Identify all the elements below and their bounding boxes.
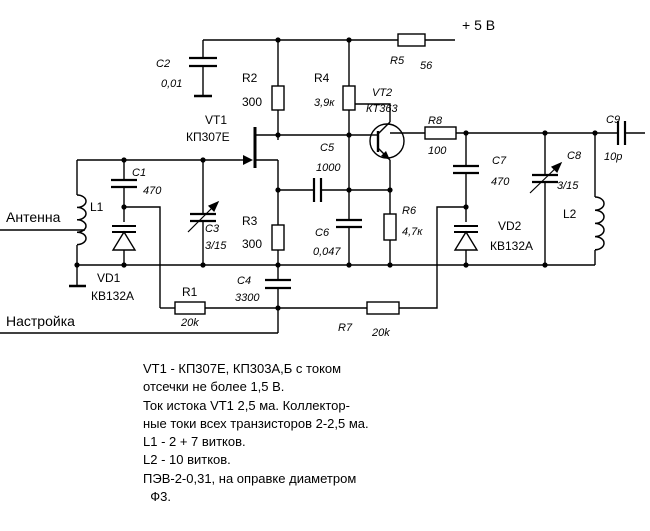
c2-ref: C2 [156, 58, 170, 70]
c7-value: 470 [491, 176, 510, 188]
note-line: VT1 - КП307Е, КП303А,Б с током [143, 361, 342, 376]
vd1-type: КВ132А [91, 289, 134, 303]
r8-ref: R8 [428, 115, 443, 127]
r2-value: 300 [242, 95, 262, 109]
c1-ref: C1 [132, 167, 146, 179]
c2-plates [189, 56, 217, 68]
c3-ref: C3 [205, 223, 220, 235]
r7-value: 20k [371, 327, 390, 339]
r1-ref: R1 [182, 285, 198, 299]
r7-ref: R7 [338, 322, 353, 334]
c7-ref: C7 [492, 155, 507, 167]
c6-plates [336, 218, 362, 229]
vt2-ref: VT2 [372, 87, 392, 99]
note-line: ПЭВ-2-0,31, на оправке диаметром [143, 470, 357, 486]
r8-body [424, 126, 457, 140]
c5-ref: C5 [320, 142, 335, 154]
vd2-type: КВ132А [490, 239, 533, 253]
r5-ref: R5 [390, 55, 405, 67]
note-line: Ф3. [143, 489, 171, 505]
wire-vt2-collector [349, 103, 391, 122]
c1-value: 470 [143, 185, 162, 197]
r4-body [342, 85, 356, 111]
c3-value: 3/15 [205, 240, 227, 252]
vd1-ref: VD1 [97, 271, 121, 285]
ground-symbols [69, 94, 212, 288]
vd2-ref: VD2 [498, 219, 522, 233]
c8-trimmer-arrow [529, 161, 563, 194]
vt2-transistor [369, 121, 405, 161]
c9-value: 10p [604, 151, 622, 163]
c6-value: 0,047 [313, 246, 341, 258]
l2-ref: L2 [563, 207, 577, 221]
r6-ref: R6 [402, 205, 417, 217]
tuning-label: Настройка [6, 313, 75, 329]
r5-value: 56 [420, 60, 433, 72]
r6-body [383, 213, 397, 241]
note-line: L2 - 10 витков. [143, 452, 231, 468]
l1-ref: L1 [90, 200, 104, 214]
note-line: отсечки не более 1,5 В. [143, 379, 285, 395]
junctions [74, 37, 598, 311]
c5-plates [312, 178, 323, 202]
l2-coil [594, 196, 605, 251]
c9-plates [616, 121, 627, 145]
r3-ref: R3 [242, 214, 258, 228]
c3-plates [190, 212, 216, 223]
c8-plates [532, 173, 558, 184]
note-line: Ток истока VT1 2,5 ма. Коллектор- [143, 397, 350, 413]
c3-trimmer-arrow [187, 200, 220, 233]
vt1-ref: VT1 [205, 113, 227, 127]
c4-value: 3300 [235, 292, 260, 304]
r4-ref: R4 [314, 71, 330, 85]
antenna-label: Антенна [6, 209, 61, 225]
r7-body [366, 301, 400, 315]
r1-body [174, 301, 206, 315]
wire-r7-right [399, 206, 466, 309]
c5-value: 1000 [316, 162, 341, 174]
c6-ref: C6 [315, 227, 330, 239]
vt1-transistor [240, 127, 257, 168]
r2-body [271, 85, 285, 111]
note-line: L1 - 2 + 7 витков. [143, 434, 246, 450]
notes-block: VT1 - КП307Е, КП303А,Б с током отсечки н… [143, 360, 473, 506]
c9-ref: C9 [606, 114, 620, 126]
c8-ref: C8 [567, 150, 582, 162]
r6-value: 4,7к [402, 226, 423, 238]
c2-value: 0,01 [161, 78, 182, 90]
vt2-type: КТ363 [366, 103, 398, 115]
vd1-diode [111, 225, 137, 251]
r8-value: 100 [428, 145, 447, 157]
c4-plates [265, 278, 291, 290]
r2-ref: R2 [242, 71, 258, 85]
c1-plates [111, 178, 137, 189]
wire-vd1-bias [124, 206, 161, 308]
r3-value: 300 [242, 237, 262, 251]
note-line: ные токи всех транзисторов 2-2,5 ма. [143, 415, 369, 431]
c4-ref: C4 [237, 275, 251, 287]
supply-label: + 5 В [462, 17, 495, 33]
l1-coil [76, 194, 87, 246]
c8-value: 3/15 [557, 180, 579, 192]
r1-value: 20k [180, 317, 199, 329]
r5-body [397, 33, 426, 47]
vd2-diode [453, 225, 479, 251]
vt1-type: КП307Е [186, 130, 230, 144]
c7-plates [453, 164, 479, 175]
r3-body [271, 224, 285, 251]
r4-value: 3,9к [314, 97, 335, 109]
